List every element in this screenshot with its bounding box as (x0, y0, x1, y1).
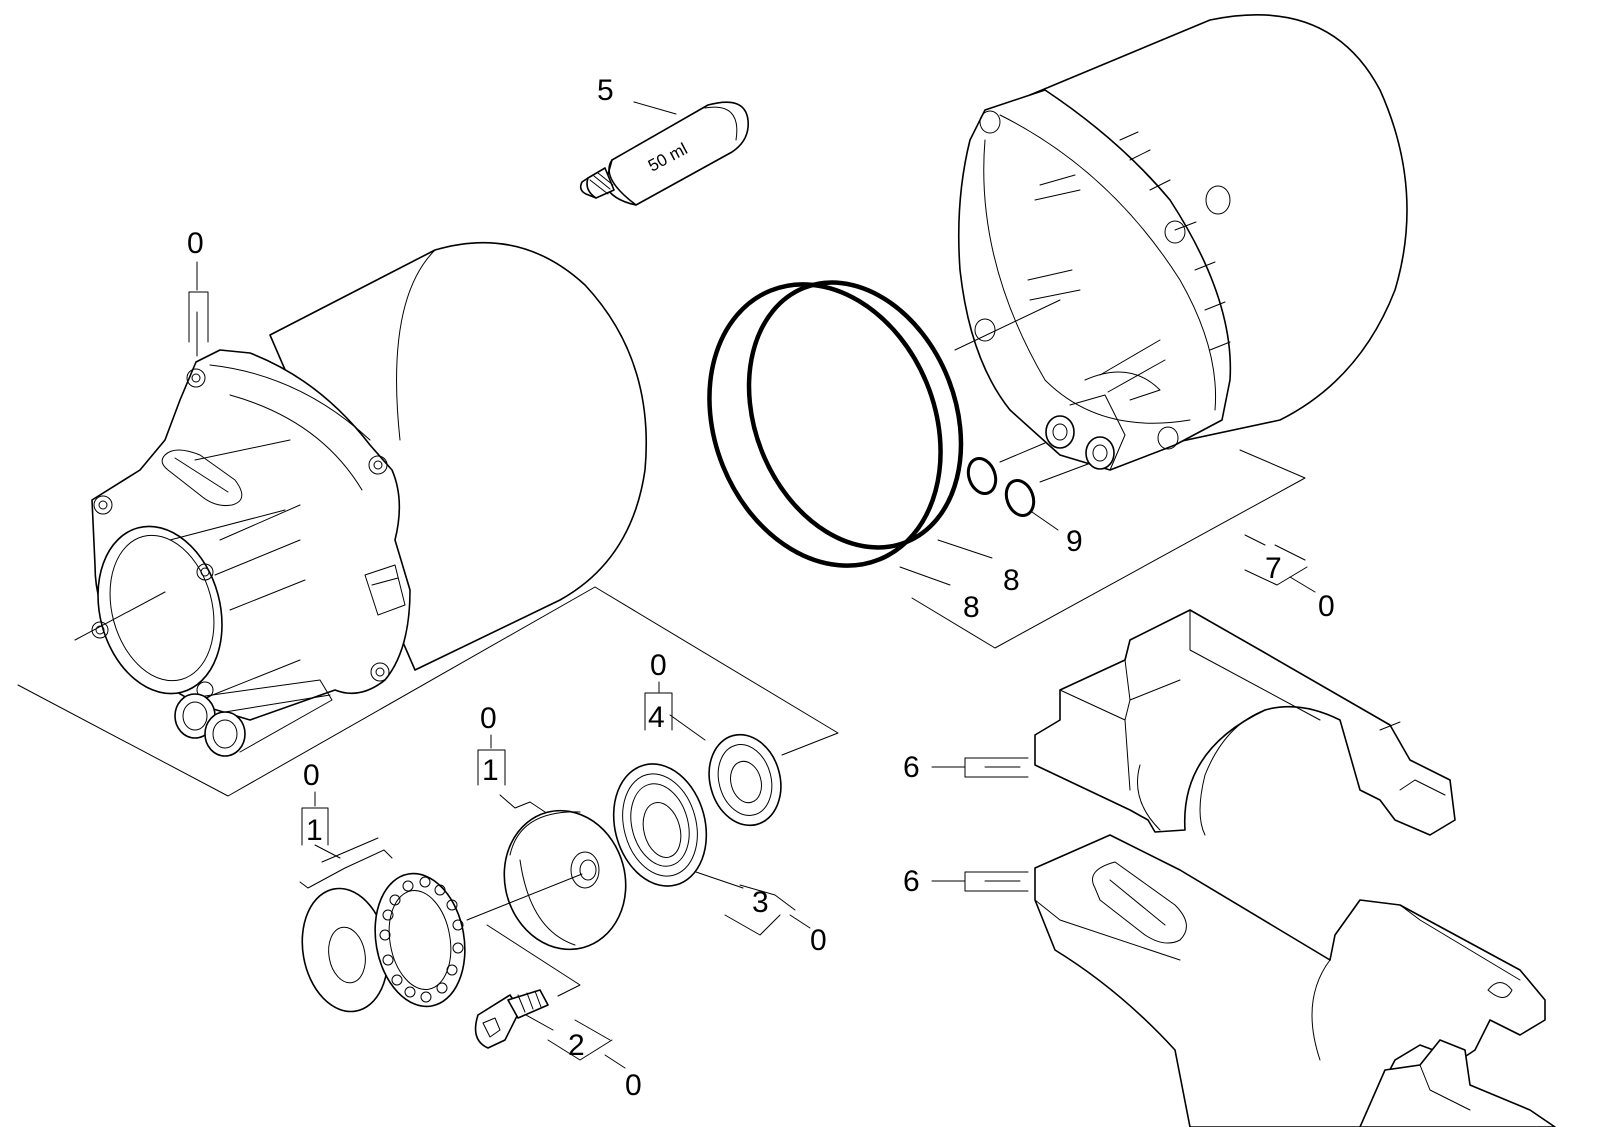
callout-0-group1-left: 0 (303, 759, 320, 792)
callout-6-top: 6 (903, 751, 920, 784)
mounting-foot-upper (1034, 609, 1456, 836)
callout-1-mid: 1 (482, 754, 499, 787)
mounting-foot-lower (1034, 834, 1556, 1127)
grease-tube: 50 ml (579, 101, 749, 206)
callout-2: 2 (568, 1029, 585, 1062)
thrust-washer (301, 887, 389, 1013)
swash-plate (503, 809, 627, 951)
callout-0-part3: 0 (810, 924, 827, 957)
callout-8-b: 8 (963, 591, 980, 624)
callout-7: 7 (1265, 552, 1282, 585)
needle-thrust-bearing (374, 872, 466, 1008)
callout-0-group1-mid: 0 (480, 702, 497, 735)
shaft-seal (708, 733, 782, 827)
callout-4: 4 (648, 701, 665, 734)
callout-8-a: 8 (1003, 564, 1020, 597)
callout-0-part4: 0 (650, 649, 667, 682)
callout-0-part2: 0 (625, 1069, 642, 1102)
o-rings-8 (707, 280, 964, 568)
callout-1-left: 1 (306, 814, 323, 847)
callout-3: 3 (752, 886, 769, 919)
flange-screw (474, 989, 549, 1049)
left-pump-housing (91, 241, 648, 757)
callout-5: 5 (597, 74, 614, 107)
callout-6-bottom: 6 (903, 865, 920, 898)
callout-9: 9 (1066, 525, 1083, 558)
ball-bearing (612, 763, 708, 887)
callout-0-top-left: 0 (187, 227, 204, 260)
callout-0-part7: 0 (1318, 590, 1335, 623)
right-pump-housing (954, 14, 1408, 471)
